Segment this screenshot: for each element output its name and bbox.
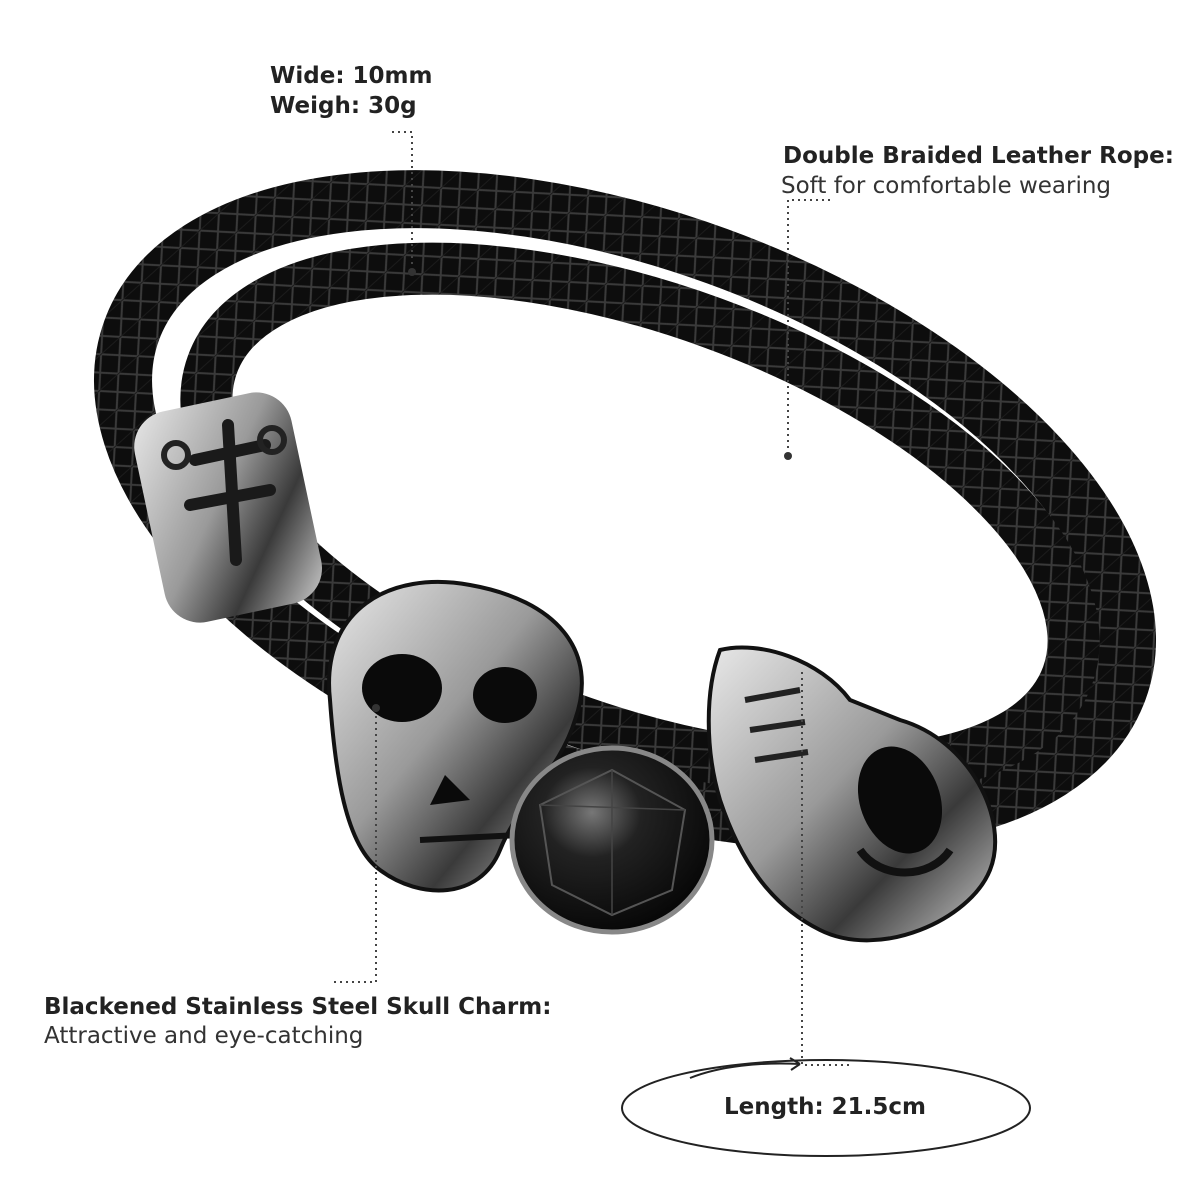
spec-weight-label: Weigh: 30g (270, 93, 417, 119)
leader-lines (334, 131, 850, 1066)
leader-dot-rope (784, 452, 792, 460)
cross-bead (134, 392, 323, 623)
length-label: Length: 21.5cm (724, 1094, 927, 1120)
skull-eye-left-icon (362, 654, 442, 722)
skull-eye-right-icon (473, 667, 537, 723)
leader-line-specs (392, 131, 413, 268)
curved-arrow-icon (689, 1062, 801, 1079)
spec-width-label: Wide: 10mm (270, 63, 433, 89)
rope-description: Soft for comfortable wearing (781, 173, 1112, 199)
leader-line-charm (334, 710, 377, 983)
leader-dot-charm (372, 704, 380, 712)
charm-title: Blackened Stainless Steel Skull Charm: (44, 994, 552, 1020)
charm-description: Attractive and eye-catching (44, 1023, 364, 1049)
bracelet (94, 170, 1156, 943)
leader-dot-specs (408, 268, 416, 276)
rope-title: Double Braided Leather Rope: (783, 143, 1174, 169)
leader-line-rope (787, 199, 830, 452)
gemstone (509, 745, 715, 935)
clasp (706, 645, 998, 943)
length-badge-ellipse (621, 1059, 1031, 1157)
